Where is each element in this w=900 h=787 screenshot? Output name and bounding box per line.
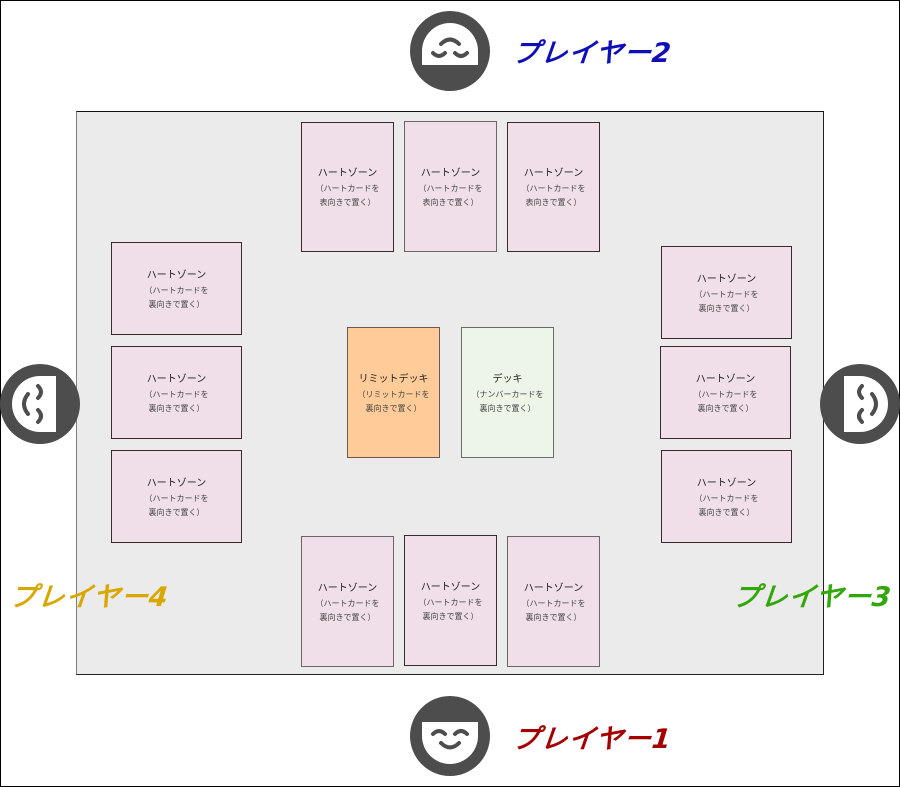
zone-instruction-line2: 裏向きで置く） — [148, 507, 205, 517]
heart-zone-top-2: ハートゾーン （ハートカードを 表向きで置く） — [404, 121, 497, 252]
heart-zone-bottom-2: ハートゾーン （ハートカードを 裏向きで置く） — [404, 535, 497, 666]
zone-instruction-line2: 裏向きで置く） — [698, 507, 755, 517]
zone-title: デッキ — [492, 373, 523, 385]
zone-instruction-line2: 表向きで置く） — [525, 198, 582, 207]
heart-zone-left-3: ハートゾーン （ハートカードを 裏向きで置く） — [111, 450, 242, 543]
zone-instruction-line2: 裏向きで置く） — [698, 303, 755, 313]
heart-zone-right-1: ハートゾーン （ハートカードを 裏向きで置く） — [661, 246, 792, 339]
zone-instruction-line1: （ナンバーカードを — [471, 389, 544, 399]
limit-deck-zone: リミットデッキ （リミットカードを 裏向きで置く） — [347, 327, 440, 458]
zone-instruction-line1: （ハートカードを — [694, 493, 759, 503]
zone-title: ハートゾーン — [420, 167, 481, 179]
zone-title: ハートゾーン — [317, 582, 378, 594]
zone-title: ハートゾーン — [523, 168, 584, 179]
zone-instruction-line1: （リミットカードを — [357, 389, 430, 399]
player-4-label: プレイヤー4 — [8, 582, 171, 613]
zone-title: ハートゾーン — [146, 269, 207, 281]
player-1-label: プレイヤー1 — [511, 724, 674, 755]
deck-zone: デッキ （ナンバーカードを 裏向きで置く） — [461, 327, 554, 458]
heart-zone-top-1: ハートゾーン （ハートカードを 表向きで置く） — [301, 122, 394, 252]
heart-zone-top-3: ハートゾーン （ハートカードを 表向きで置く） — [507, 122, 600, 252]
zone-instruction-line1: （ハートカードを — [315, 184, 380, 193]
zone-instruction-line1: （ハートカードを — [144, 285, 209, 295]
zone-instruction-line1: （ハートカードを — [144, 389, 209, 399]
zone-instruction-line2: 表向きで置く） — [422, 197, 479, 207]
zone-instruction-line2: 裏向きで置く） — [525, 612, 582, 622]
heart-zone-bottom-3: ハートゾーン （ハートカードを 裏向きで置く） — [507, 536, 600, 667]
face-icon-player-4 — [0, 364, 80, 444]
face-icon-player-3 — [820, 364, 900, 444]
zone-instruction-line1: （ハートカードを — [521, 598, 586, 608]
zone-title: ハートゾーン — [146, 373, 207, 385]
zone-instruction-line1: （ハートカードを — [693, 389, 758, 399]
zone-instruction-line2: 表向きで置く） — [319, 198, 376, 207]
zone-title: ハートゾーン — [317, 168, 378, 179]
zone-instruction-line1: （ハートカードを — [521, 184, 586, 193]
player-2-label: プレイヤー2 — [511, 38, 674, 69]
game-table: ハートゾーン （ハートカードを 表向きで置く） ハートゾーン （ハートカードを … — [76, 111, 824, 675]
player-3-label: プレイヤー3 — [731, 582, 894, 613]
zone-instruction-line1: （ハートカードを — [418, 597, 483, 607]
zone-instruction-line2: 裏向きで置く） — [319, 612, 376, 622]
zone-instruction-line1: （ハートカードを — [144, 493, 209, 503]
zone-title: リミットデッキ — [358, 373, 429, 385]
heart-zone-right-3: ハートゾーン （ハートカードを 裏向きで置く） — [661, 450, 792, 543]
sleeping-face-icon — [410, 11, 490, 91]
zone-title: ハートゾーン — [523, 582, 584, 594]
zone-instruction-line1: （ハートカードを — [315, 598, 380, 608]
zone-instruction-line1: （ハートカードを — [694, 289, 759, 299]
zone-instruction-line2: 裏向きで置く） — [479, 403, 536, 413]
zone-instruction-line2: 裏向きで置く） — [697, 403, 754, 413]
zone-instruction-line2: 裏向きで置く） — [148, 403, 205, 413]
zone-instruction-line2: 裏向きで置く） — [422, 611, 479, 621]
zone-instruction-line2: 裏向きで置く） — [365, 403, 422, 413]
heart-zone-right-2: ハートゾーン （ハートカードを 裏向きで置く） — [660, 346, 791, 439]
zone-title: ハートゾーン — [420, 581, 481, 593]
heart-zone-left-1: ハートゾーン （ハートカードを 裏向きで置く） — [111, 242, 242, 335]
zone-title: ハートゾーン — [696, 273, 757, 285]
zone-instruction-line1: （ハートカードを — [418, 183, 483, 193]
zone-title: ハートゾーン — [696, 477, 757, 489]
smiling-face-icon — [410, 696, 490, 776]
heart-zone-left-2: ハートゾーン （ハートカードを 裏向きで置く） — [111, 346, 242, 439]
zone-title: ハートゾーン — [695, 373, 756, 385]
heart-zone-bottom-1: ハートゾーン （ハートカードを 裏向きで置く） — [301, 536, 394, 667]
zone-title: ハートゾーン — [146, 477, 207, 489]
zone-instruction-line2: 裏向きで置く） — [148, 299, 205, 309]
